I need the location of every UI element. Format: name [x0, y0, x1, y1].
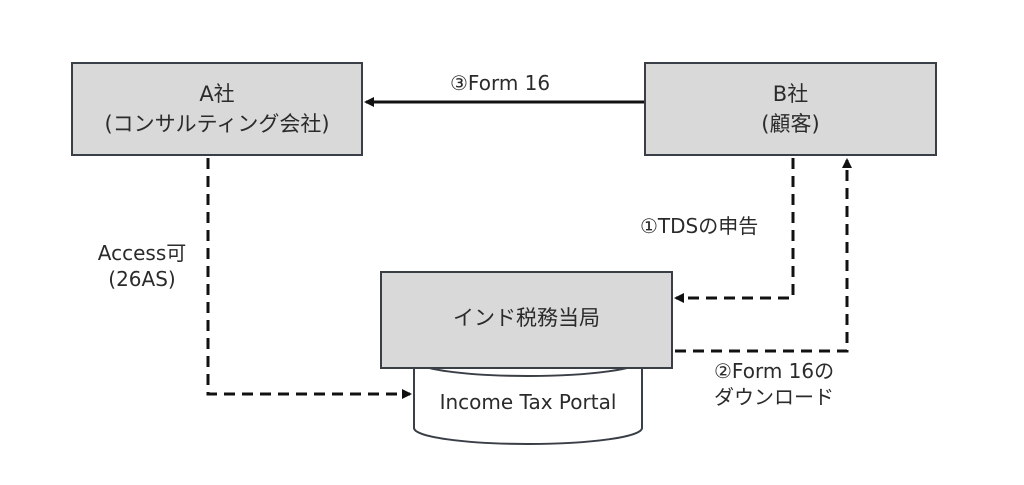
- tds-arrow: [674, 158, 795, 303]
- tds-label: ①TDSの申告: [640, 214, 759, 238]
- company-a-name: A社: [199, 82, 235, 106]
- access-label: Access可 (26AS): [92, 240, 192, 292]
- tax-authority-box: インド税務当局: [380, 271, 673, 369]
- form16-label: ③Form 16: [450, 71, 551, 95]
- access-label-line1: Access可: [97, 241, 187, 265]
- company-a-box: A社 (コンサルティング会社): [71, 62, 363, 156]
- company-b-desc: (顧客): [761, 112, 820, 136]
- download-label-line2: ダウンロード: [714, 385, 834, 409]
- company-b-box: B社 (顧客): [644, 62, 937, 156]
- portal-label: Income Tax Portal: [439, 390, 617, 414]
- download-label-line1: ②Form 16の: [714, 359, 835, 383]
- access-arrow: [206, 158, 412, 399]
- company-b-name: B社: [772, 82, 809, 106]
- download-label: ②Form 16の ダウンロード: [714, 358, 834, 410]
- access-label-line2: (26AS): [108, 267, 176, 291]
- tax-authority-label: インド税務当局: [453, 306, 600, 330]
- download-arrow: [675, 158, 852, 353]
- company-a-desc: (コンサルティング会社): [104, 112, 330, 136]
